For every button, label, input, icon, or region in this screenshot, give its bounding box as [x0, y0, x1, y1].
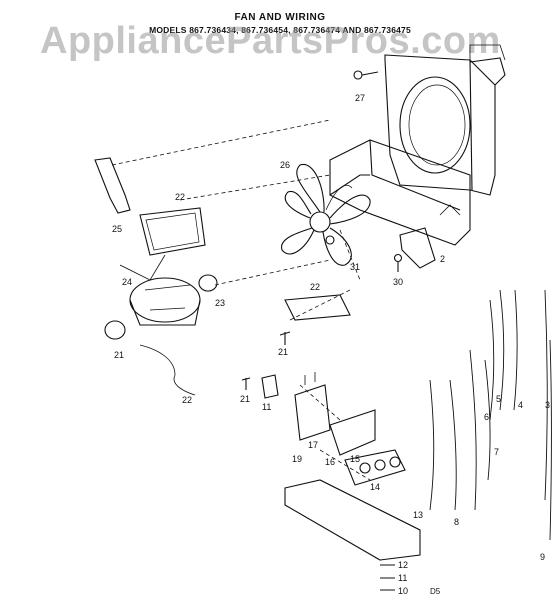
bracket-22 [284, 294, 351, 321]
callout-21-mid: 21 [278, 347, 288, 357]
callout-11-low: 11 [398, 573, 407, 583]
callout-30: 30 [393, 277, 403, 287]
callout-15: 15 [350, 454, 360, 464]
callout-6: 6 [484, 412, 489, 422]
callout-16: 16 [325, 457, 335, 467]
model-numbers: MODELS 867.736434, 867.736454, 867.73647… [149, 25, 411, 35]
screw-21b [241, 377, 251, 390]
callout-14: 14 [370, 482, 380, 492]
callout-10: 10 [398, 586, 408, 596]
wire-harness-22 [139, 344, 196, 396]
diagram-title: FAN AND WIRING [234, 12, 326, 23]
screw-30 [393, 253, 403, 272]
leader-lines [111, 119, 371, 481]
callout-2: 2 [440, 254, 445, 264]
callout-4: 4 [518, 400, 523, 410]
callout-7: 7 [494, 447, 499, 457]
callout-labels: 27 26 22 25 24 23 21 31 30 2 22 21 22 21… [112, 93, 550, 596]
grommet-23 [198, 274, 218, 292]
terminal-block-14 [344, 449, 406, 486]
hub-31 [325, 235, 335, 245]
callout-22-mid: 22 [310, 282, 320, 292]
callout-9: 9 [540, 552, 545, 562]
plate-16 [329, 409, 376, 456]
fan-shroud [384, 44, 506, 196]
callout-24: 24 [122, 277, 132, 287]
callout-22-top: 22 [175, 192, 185, 202]
bracket-11 [261, 374, 279, 399]
callout-21-low: 21 [240, 394, 250, 404]
callout-27: 27 [355, 93, 365, 103]
callout-19: 19 [292, 454, 302, 464]
callout-25: 25 [112, 224, 122, 234]
watermark-logo: AppliancePartsPros.com [40, 20, 501, 62]
callout-22-low: 22 [182, 395, 192, 405]
fan-motor-24 [119, 254, 201, 326]
callout-23: 23 [215, 298, 225, 308]
capacitor-19 [294, 384, 331, 441]
callout-31: 31 [350, 262, 360, 272]
callout-13: 13 [413, 510, 423, 520]
bracket-25 [94, 157, 131, 214]
motor-bracket [329, 139, 471, 246]
callout-21-left: 21 [114, 350, 124, 360]
callout-17: 17 [308, 440, 318, 450]
callout-26: 26 [280, 160, 290, 170]
fan-blade-26 [281, 164, 371, 266]
fastener-stack [380, 564, 395, 591]
grommet-21 [104, 320, 126, 340]
screw-27 [353, 70, 379, 80]
callout-3: 3 [545, 400, 550, 410]
screw-21 [279, 331, 291, 345]
callout-12: 12 [398, 560, 408, 570]
page-code: D5 [430, 587, 441, 596]
base-plate-13 [284, 479, 421, 561]
callout-11-mid: 11 [262, 402, 271, 412]
wire-leads [429, 289, 552, 541]
callout-5: 5 [496, 394, 501, 404]
gasket-22 [139, 207, 206, 256]
mounting-clip-2 [399, 227, 436, 269]
callout-8: 8 [454, 517, 459, 527]
